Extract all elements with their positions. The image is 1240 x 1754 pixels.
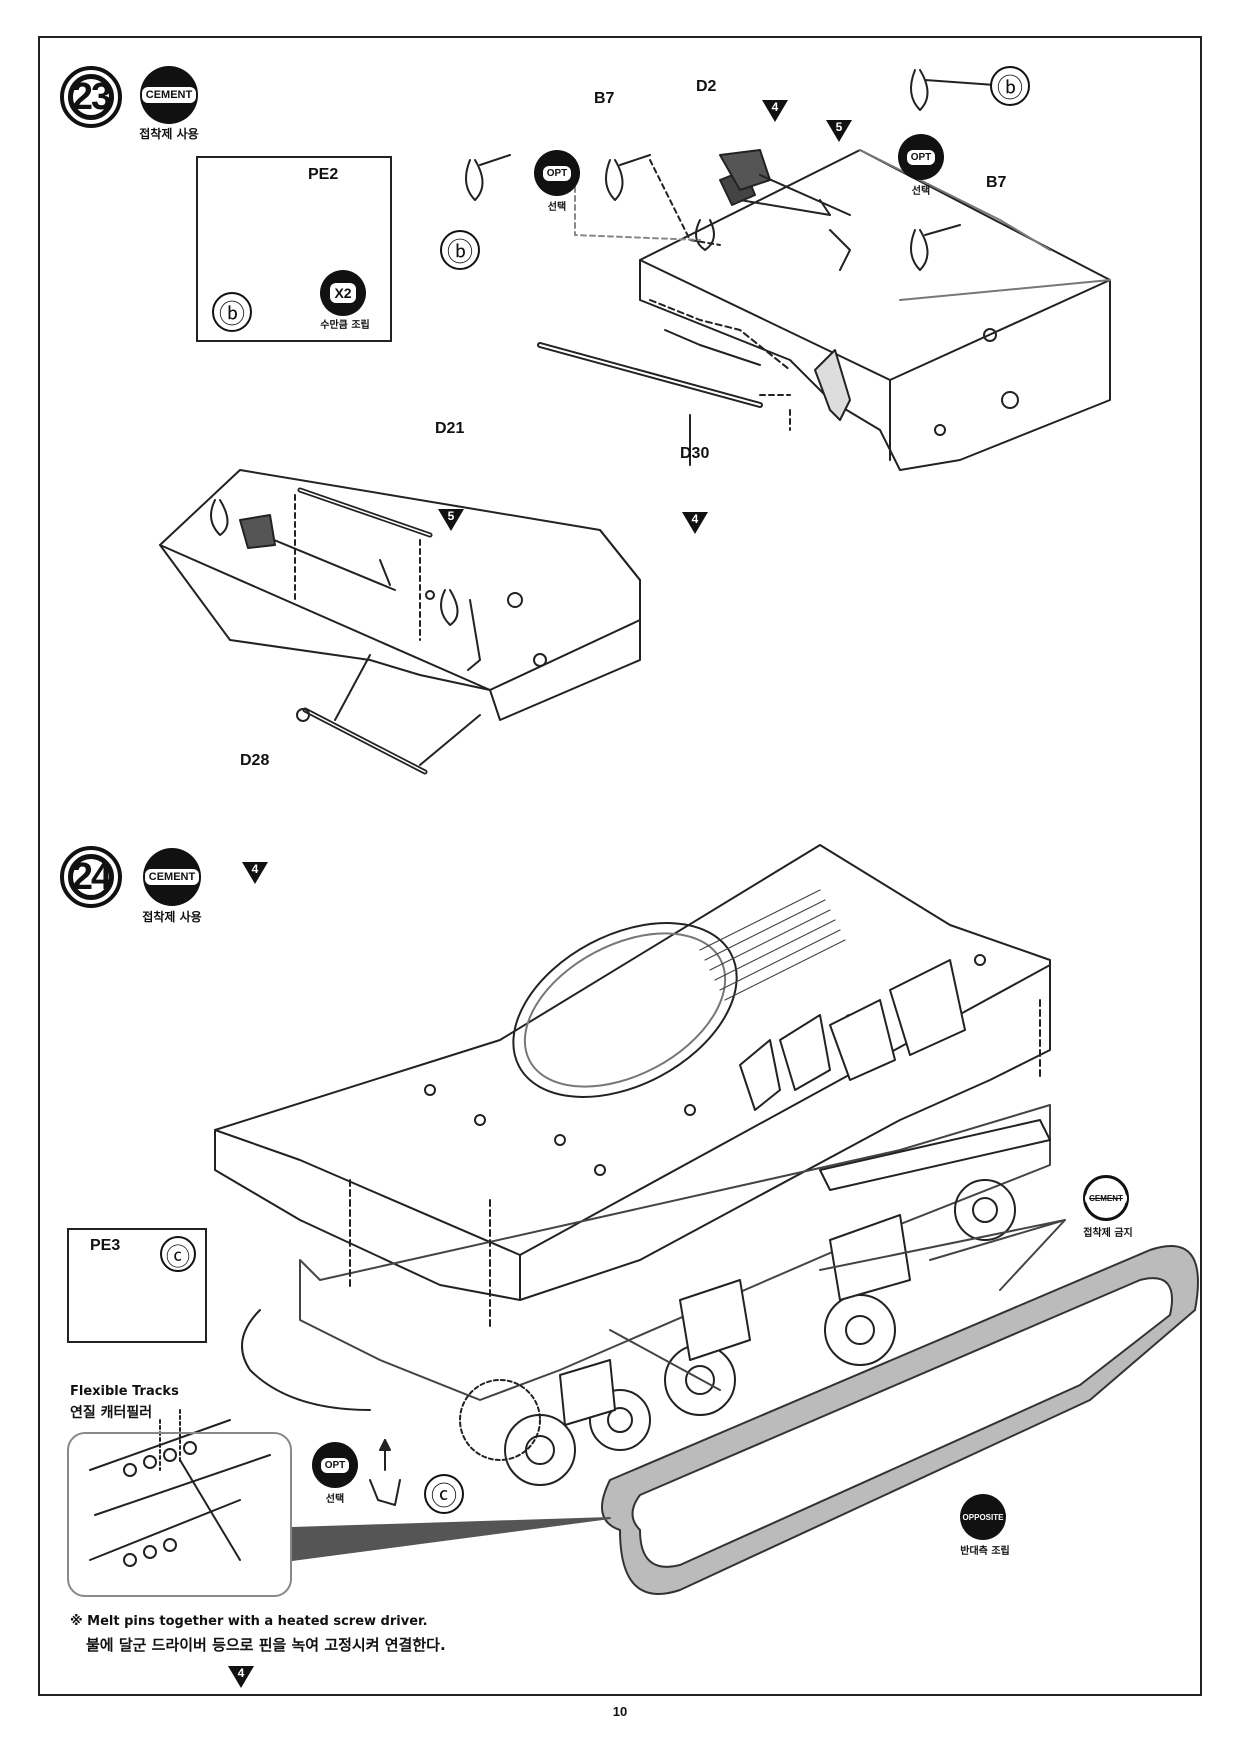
tracks-inset-panel [67,1432,292,1597]
cement-icon: CEMENT [140,66,198,124]
lower-deck-drawing [159,469,641,775]
part-ref-tracks: 4 [228,1666,254,1688]
multiply-x2-icon: X2 [320,270,366,316]
opt-caption-step24: 선택 [325,1494,345,1505]
step-24-number: 24 [60,846,122,908]
tracks-title-en: Flexible Tracks [70,1384,179,1399]
opt-caption-right: 선택 [911,186,931,197]
tracks-title-ko: 연질 캐터필러 [70,1405,153,1421]
part-label-b7-right: B7 [986,174,1007,191]
marker-b-inset: ⓑ [212,292,252,332]
callout-wedge [291,1517,611,1561]
track-link-drawing [89,1409,271,1567]
part-label-d28: D28 [240,752,270,769]
opt-caption-left: 선택 [547,202,567,213]
track-drawing [601,1245,1199,1595]
opt-icon-step24: OPT [312,1442,358,1488]
upper-deck-drawing [537,149,1111,471]
part-label-d2: D2 [696,78,717,95]
opt-icon-right: OPT [898,134,944,180]
hook-parts-drawing [465,69,996,271]
step-23-number: 23 [60,66,122,128]
marker-c-inset: ⓒ [160,1236,196,1272]
part-label-b7-left: B7 [594,90,615,107]
marker-b-right: ⓑ [990,66,1030,106]
part-ref-4: 4 [762,100,788,122]
part-ref-d21: 5 [438,509,464,531]
part-label-d21: D21 [435,420,465,437]
part-label-pe3: PE3 [90,1237,121,1254]
opt-icon-left: OPT [534,150,580,196]
part-ref-d28: 4 [242,862,268,884]
multiplier-caption: 수만큼 조립 [320,320,370,331]
no-cement-icon: CEMENT [1083,1175,1129,1221]
cement-icon-step24: CEMENT [143,848,201,906]
cement-caption: 접착제 사용 [139,127,199,141]
page-frame [38,36,1202,1696]
marker-c: ⓒ [424,1474,464,1514]
opposite-caption: 반대측 조립 [960,1546,1010,1557]
part-ref-5: 5 [826,120,852,142]
part-label-d30: D30 [680,445,710,462]
marker-b-left: ⓑ [440,230,480,270]
part-ref-d30: 4 [682,512,708,534]
part-label-pe2: PE2 [308,166,339,183]
note-english: ※ Melt pins together with a heated screw… [70,1614,428,1629]
no-cement-caption: 접착제 금지 [1083,1228,1133,1239]
note-korean: 불에 달군 드라이버 등으로 핀을 녹여 고정시켜 연결한다. [86,1636,446,1654]
page-number: 10 [612,1704,628,1719]
hull-drawing [214,844,1066,1486]
cement-caption-step24: 접착제 사용 [142,910,202,924]
opposite-icon: OPPOSITE [960,1494,1006,1540]
